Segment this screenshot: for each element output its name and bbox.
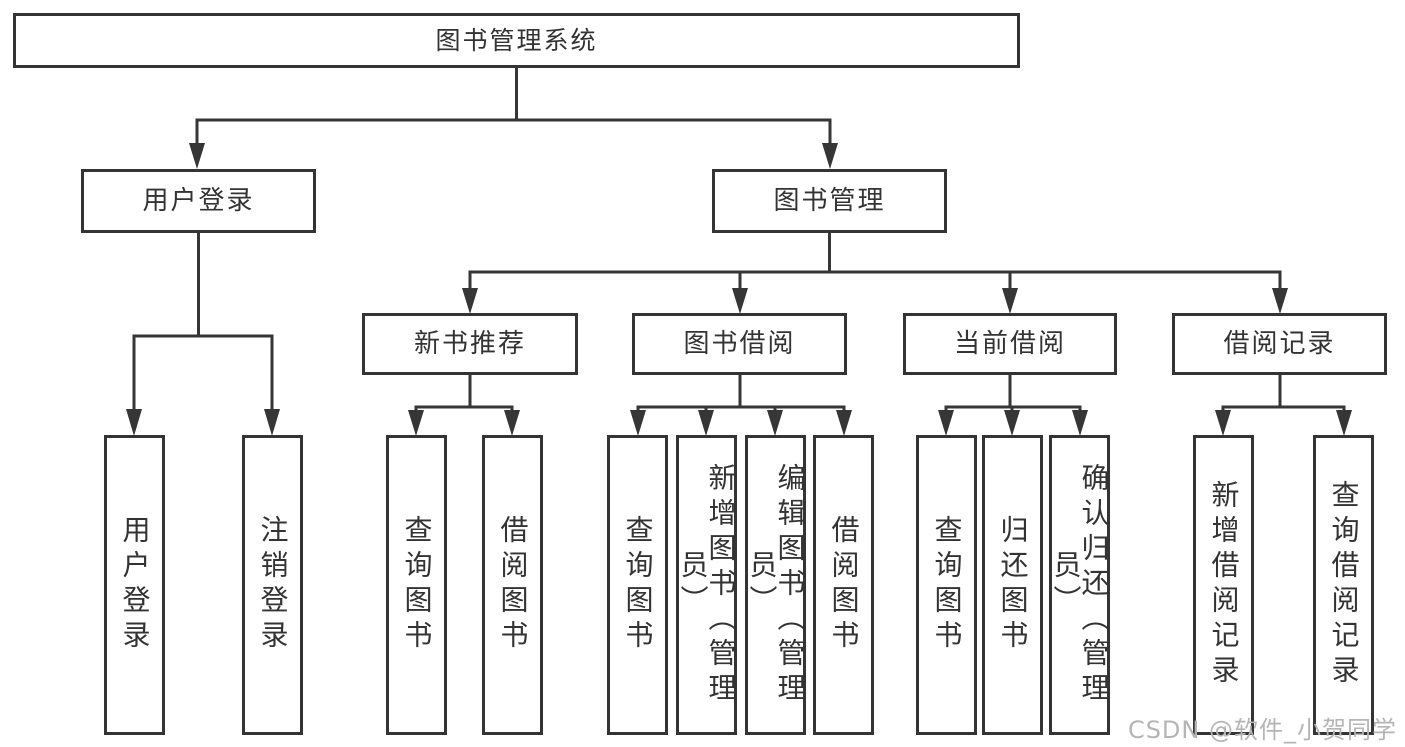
leaf-query-borrow-record: 查询借阅记录: [1313, 435, 1374, 735]
leaf-add-books-admin: 新增图书（管理员）: [676, 435, 738, 735]
csdn-watermark: CSDN @软件_小贺同学: [1127, 716, 1397, 744]
leaf-query-books-current: 查询图书: [916, 435, 977, 735]
leaf-user-login: 用户登录: [104, 435, 165, 735]
node-new-book-recommend: 新书推荐: [362, 313, 578, 375]
node-library-management-system: 图书管理系统: [13, 13, 1020, 68]
node-user-login-branch: 用户登录: [81, 169, 316, 233]
node-current-borrowing: 当前借阅: [903, 313, 1117, 375]
node-book-management-branch: 图书管理: [712, 169, 947, 233]
leaf-borrow-books-recommend: 借阅图书: [482, 435, 543, 735]
leaf-edit-books-admin: 编辑图书（管理员）: [745, 435, 807, 735]
leaf-return-books: 归还图书: [982, 435, 1043, 735]
node-book-borrowing: 图书借阅: [632, 313, 847, 375]
leaf-add-borrow-record: 新增借阅记录: [1193, 435, 1254, 735]
node-borrowing-records: 借阅记录: [1172, 313, 1387, 375]
leaf-borrow-books: 借阅图书: [813, 435, 874, 735]
leaf-logout: 注销登录: [242, 435, 303, 735]
leaf-query-books-borrowing: 查询图书: [607, 435, 668, 735]
leaf-confirm-return-admin: 确认归还（管理员）: [1049, 435, 1111, 735]
leaf-query-books-recommend: 查询图书: [386, 435, 447, 735]
